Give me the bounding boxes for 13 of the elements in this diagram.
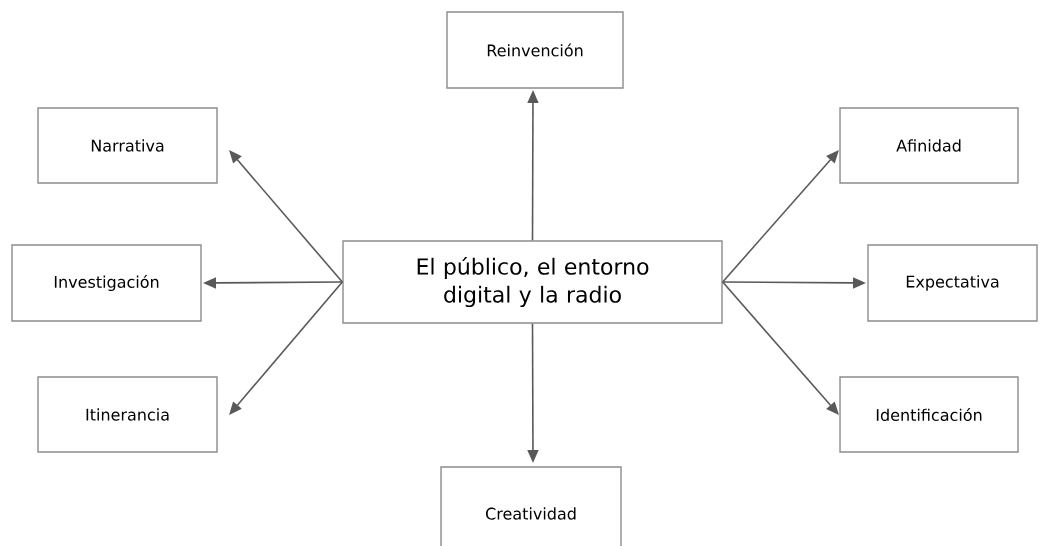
topic-box: Investigación — [11, 244, 202, 322]
topic-box: Creatividad — [440, 466, 622, 546]
central-box: El público, el entorno digital y la radio — [342, 240, 723, 324]
topic-box: Identificación — [839, 376, 1019, 453]
topic-box: Afinidad — [839, 107, 1019, 184]
topic-box: Reinvención — [446, 11, 624, 89]
arrow — [721, 150, 839, 283]
topic-box: Expectativa — [867, 244, 1038, 322]
topic-box: Itinerancia — [37, 376, 218, 453]
arrow — [229, 150, 344, 283]
arrow — [229, 281, 344, 415]
arrow — [721, 281, 839, 415]
topic-box: Narrativa — [37, 107, 218, 184]
